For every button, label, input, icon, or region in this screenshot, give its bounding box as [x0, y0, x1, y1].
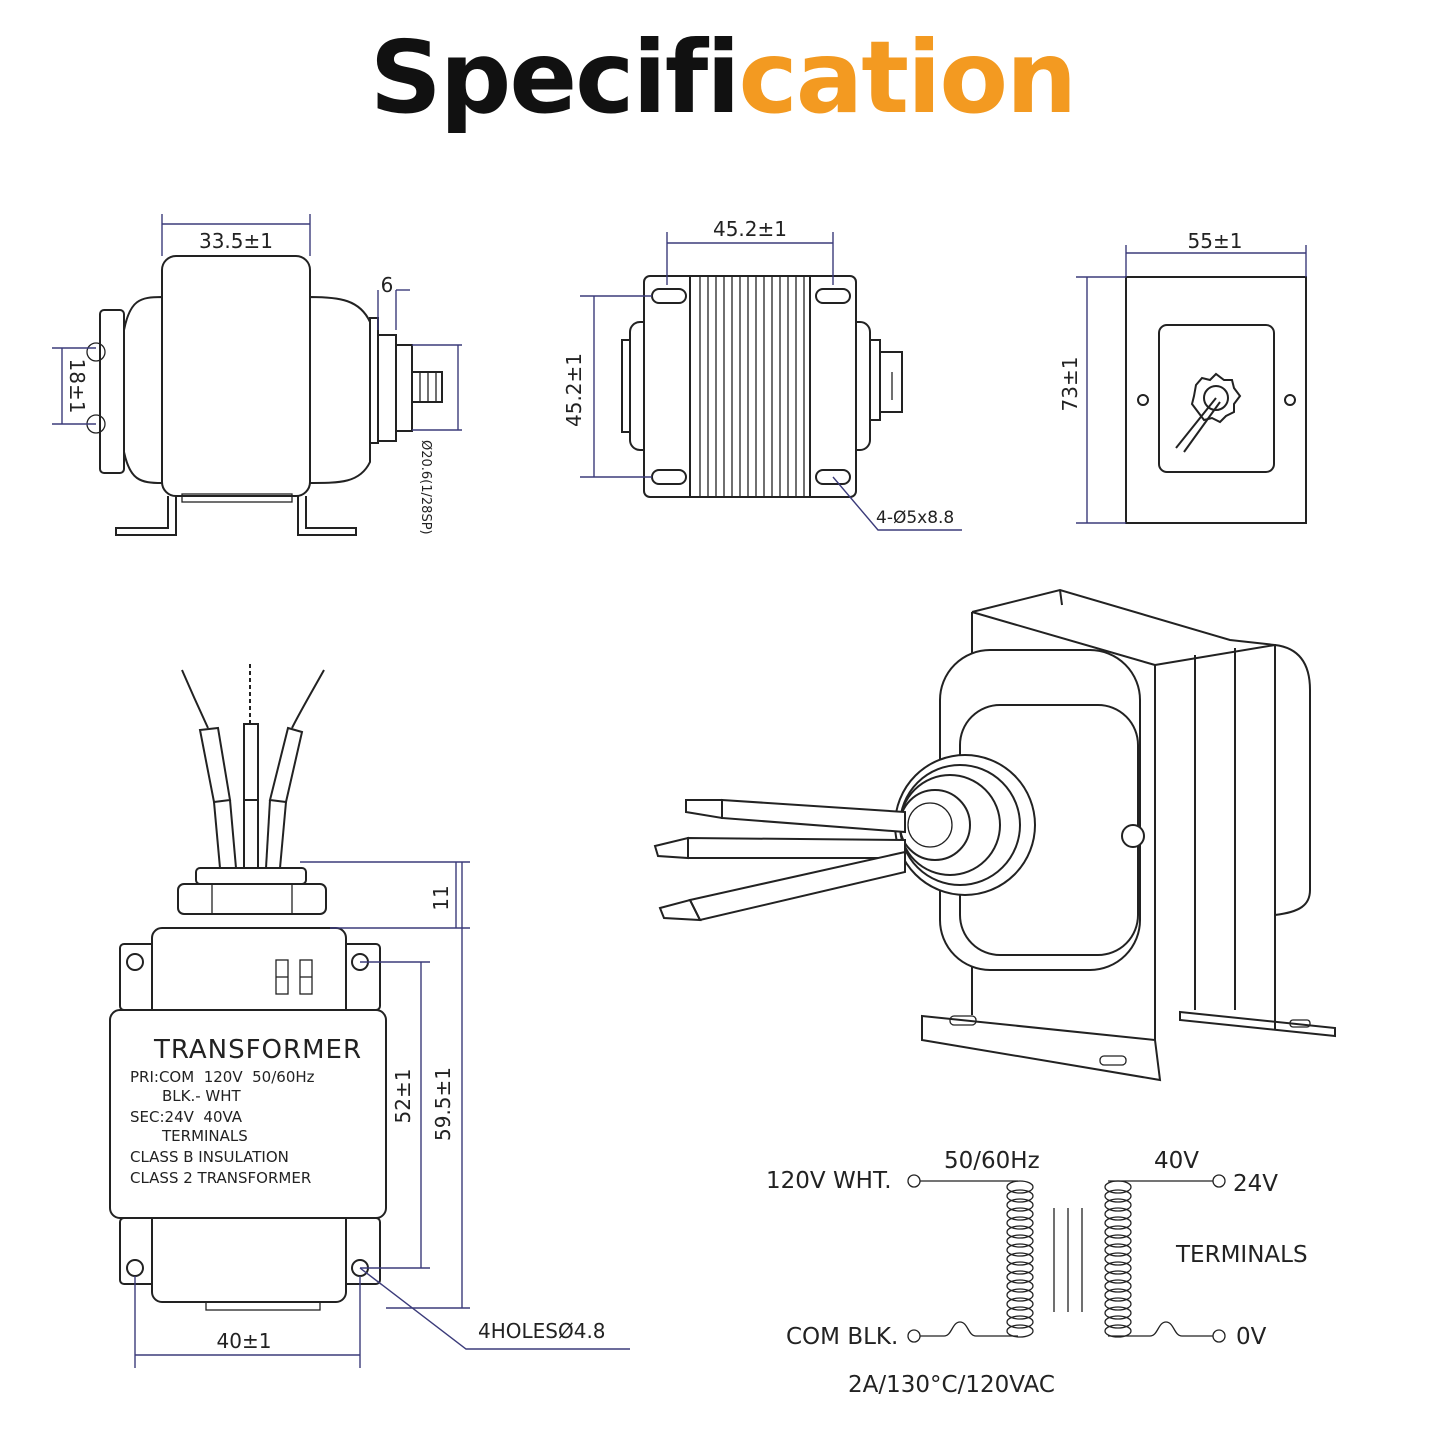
dim-total-label: 59.5±1 — [431, 1067, 455, 1141]
dim-width-label: 40±1 — [217, 1329, 272, 1353]
title-part-dark: Specifi — [369, 19, 741, 136]
lamination-lines — [699, 276, 805, 497]
front-holes-label: 4-Ø5x8.8 — [876, 508, 954, 528]
front-height-label: 45.2±1 — [562, 353, 586, 427]
primary-coil — [1006, 1180, 1034, 1338]
label-holes-label: 4HOLESØ4.8 — [478, 1319, 606, 1343]
side-height-label: 18±1 — [65, 359, 89, 414]
label-line: PRI:COM 120V 50/60Hz — [130, 1068, 315, 1086]
dim-top-label: 11 — [429, 885, 453, 910]
label-heading: TRANSFORMER — [153, 1035, 362, 1065]
label-line: CLASS 2 TRANSFORMER — [130, 1169, 311, 1187]
zero-volt-label: 0V — [1236, 1324, 1267, 1350]
label-view: TRANSFORMER PRI:COM 120V 50/60Hz BLK.- W… — [109, 664, 630, 1368]
side-view: 33.5±1 6 18±1 Ø20.6(1/28SP) — [52, 214, 462, 536]
thread-label: Ø20.6(1/28SP) — [418, 440, 433, 535]
plate-width-label: 55±1 — [1188, 229, 1243, 253]
terminal-dimension-label: 6 — [381, 273, 394, 297]
wiring-schematic: 120V WHT. 50/60Hz 40V 24V TERMINALS COM … — [766, 1148, 1308, 1398]
label-line: TERMINALS — [161, 1127, 248, 1145]
common-label: COM BLK. — [786, 1324, 898, 1350]
label-line: SEC:24V 40VA — [130, 1108, 243, 1126]
front-view: 45.2±1 45.2±1 4-Ø5x8.8 — [562, 217, 962, 531]
side-width-label: 33.5±1 — [199, 229, 273, 253]
secondary-rating-label: 40V — [1154, 1148, 1199, 1174]
label-line: CLASS B INSULATION — [130, 1148, 289, 1166]
plate-view: 55±1 73±1 — [1058, 229, 1307, 524]
secondary-coil — [1104, 1180, 1132, 1338]
label-line: BLK.- WHT — [162, 1087, 242, 1105]
terminals-label: TERMINALS — [1175, 1242, 1308, 1268]
primary-label: 120V WHT. — [766, 1168, 892, 1194]
plate-height-label: 73±1 — [1058, 357, 1082, 412]
frequency-label: 50/60Hz — [944, 1148, 1040, 1174]
dim-holes-label: 52±1 — [391, 1069, 415, 1124]
page-title: Specification — [0, 28, 1445, 128]
isometric-view — [653, 588, 1336, 1082]
title-part-accent: cation — [738, 19, 1078, 136]
fuse-label: 2A/130°C/120VAC — [848, 1372, 1055, 1398]
front-width-label: 45.2±1 — [713, 217, 787, 241]
secondary-voltage-label: 24V — [1233, 1171, 1278, 1197]
